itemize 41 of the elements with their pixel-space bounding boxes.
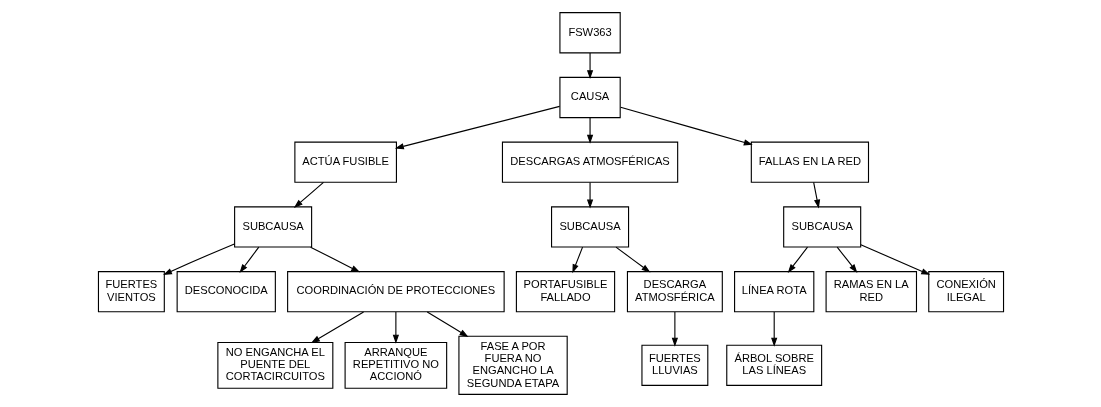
node-box: SUBCAUSA (233, 206, 312, 248)
arrow (586, 52, 593, 80)
arrow (586, 117, 593, 144)
node-box: SUBCAUSA (782, 206, 861, 248)
arrow (770, 311, 777, 347)
arrow (309, 246, 360, 273)
node-box: FUERTES LLUVIAS (640, 344, 708, 386)
node-box: NO ENGANCHA EL PUENTE DEL CORTACIRCUITOS (216, 341, 333, 389)
arrow (619, 106, 753, 146)
arrow (586, 181, 593, 209)
arrow (392, 311, 399, 344)
node-box: LÍNEA ROTA (733, 271, 814, 313)
node-box: DESCARGA ATMOSFÉRICA (626, 271, 723, 313)
arrow (614, 246, 650, 273)
node-box: PORTAFUSIBLE FALLADO (515, 271, 615, 313)
node-box: ACTÚA FUSIBLE (293, 141, 397, 183)
arrow (836, 246, 857, 273)
node-box: FASE A POR FUERA NO ENGANCHO LA SEGUNDA ETAPA (457, 335, 568, 395)
node-box: SUBCAUSA (550, 206, 629, 248)
node-box: DESCARGAS ATMOSFÉRICAS (501, 141, 678, 183)
arrow (238, 246, 259, 273)
node-box: COORDINACIÓN DE PROTECCIONES (286, 271, 505, 313)
node-box: ÁRBOL SOBRE LAS LÍNEAS (725, 344, 822, 386)
node-box: FUERTES VIENTOS (97, 271, 165, 313)
arrow (812, 181, 820, 209)
arrow (310, 311, 364, 344)
node-box: DESCONOCIDA (176, 271, 276, 313)
arrow (162, 243, 235, 275)
arrow (426, 311, 468, 338)
arrow (293, 181, 324, 208)
node-box: FALLAS EN LA RED (750, 141, 869, 183)
node-box: ARRANQUE REPETITIVO NO ACCIONÓ (344, 341, 447, 389)
node-box: FSW363 (558, 12, 621, 54)
node-box: CONEXIÓN ILEGAL (927, 271, 1004, 313)
arrow (859, 244, 930, 275)
arrow (671, 311, 678, 347)
node-box: RAMAS EN LA RED (825, 271, 917, 313)
node-box: CAUSA (558, 76, 621, 119)
arrow (394, 105, 560, 150)
arrow (571, 246, 583, 274)
arrow (787, 246, 808, 273)
